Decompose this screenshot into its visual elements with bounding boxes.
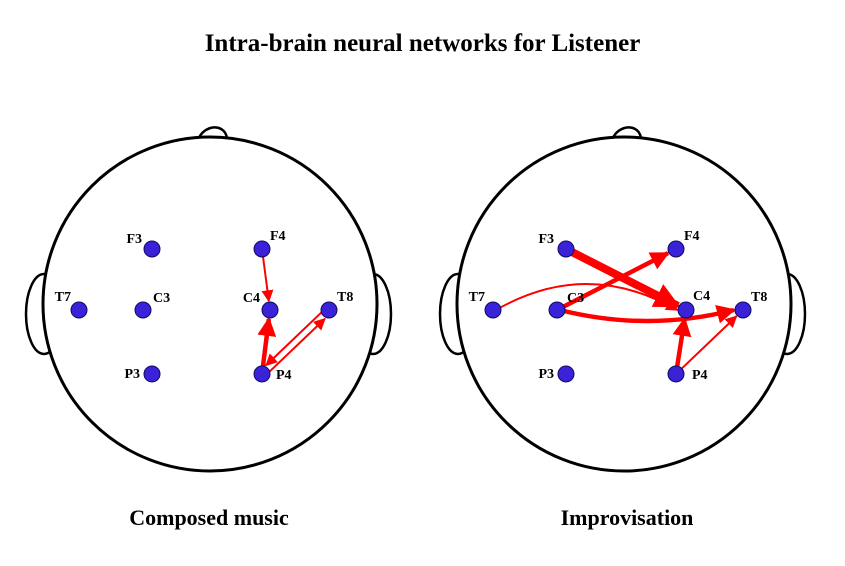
- electrode-label-p4: P4: [692, 368, 708, 383]
- head-circle: [41, 135, 379, 473]
- electrode-c4: [677, 301, 695, 319]
- electrode-label-t8: T8: [751, 290, 767, 305]
- figure-title: Intra-brain neural networks for Listener: [204, 30, 641, 57]
- electrode-label-f3: F3: [126, 232, 142, 247]
- connection-t8-to-p4: [265, 308, 326, 367]
- connection-p4-to-c4: [672, 317, 692, 372]
- caption-improvisation: Improvisation: [560, 505, 694, 530]
- connection-p4-to-t8: [677, 315, 738, 373]
- electrode-c3: [548, 301, 566, 319]
- electrode-label-t7: T7: [469, 290, 485, 305]
- electrode-label-t7: T7: [55, 290, 71, 305]
- electrode-label-f4: F4: [270, 229, 286, 244]
- electrode-t8: [734, 301, 752, 319]
- caption-composed-music: Composed music: [129, 505, 289, 530]
- electrode-t7: [484, 301, 502, 319]
- head-outline: [438, 126, 807, 473]
- electrode-f4: [253, 240, 271, 258]
- electrode-t8: [320, 301, 338, 319]
- electrode-label-p4: P4: [276, 368, 292, 383]
- connection-layer: [495, 246, 738, 373]
- electrode-p3: [143, 365, 161, 383]
- electrode-c4: [261, 301, 279, 319]
- electrode-label-p3: P3: [124, 367, 140, 382]
- electrode-label-t8: T8: [337, 290, 353, 305]
- head-outline: [24, 126, 393, 473]
- electrode-f3: [557, 240, 575, 258]
- connection-c3-to-f4: [558, 251, 670, 311]
- electrode-c3: [134, 301, 152, 319]
- electrode-label-p3: P3: [538, 367, 554, 382]
- electrode-f4: [667, 240, 685, 258]
- electrode-p4: [253, 365, 271, 383]
- connection-layer: [257, 251, 326, 376]
- electrode-label-f3: F3: [538, 232, 554, 247]
- electrode-t7: [70, 301, 88, 319]
- connection-p4-to-c4: [257, 317, 277, 372]
- electrode-label-f4: F4: [684, 229, 700, 244]
- electrode-p3: [557, 365, 575, 383]
- electrode-label-c3: C3: [567, 291, 584, 306]
- electrode-f3: [143, 240, 161, 258]
- electrode-label-c3: C3: [153, 291, 170, 306]
- electrode-label-c4: C4: [693, 289, 710, 304]
- head-circle: [455, 135, 793, 473]
- connection-c3-to-t8: [559, 305, 736, 324]
- connection-t7-to-c4: [495, 283, 679, 311]
- connection-f4-to-c4: [261, 251, 274, 303]
- electrode-label-c4: C4: [243, 291, 260, 306]
- electrode-p4: [667, 365, 685, 383]
